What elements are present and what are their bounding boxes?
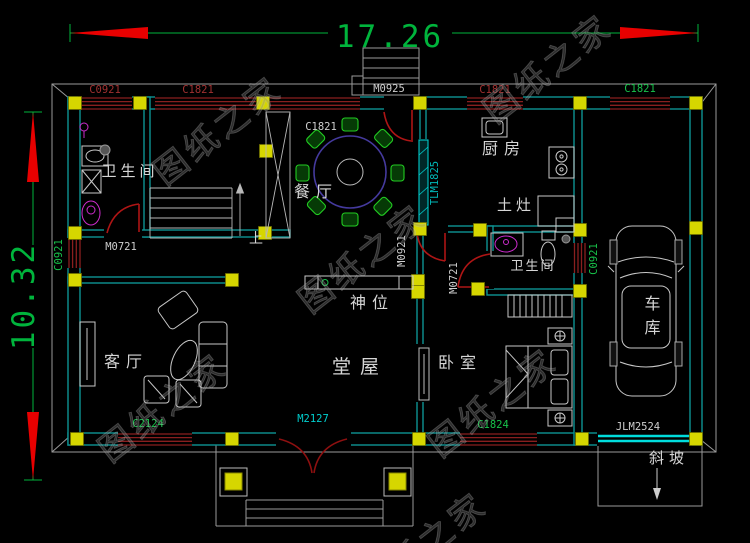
label-c1821-dining: C1821 (305, 121, 337, 133)
opening-labels: C0921 C1821 M0925 C1821 C1821 C1821 M072… (53, 83, 660, 433)
back-steps (351, 47, 420, 96)
door-m0921 (416, 232, 446, 262)
dimension-height-label: 10.32 (6, 242, 42, 350)
slope-arrow (653, 468, 661, 500)
label-c2124: C2124 (132, 418, 164, 430)
label-m0721-bath1: M0721 (105, 241, 137, 253)
bath2-sink-icon (494, 235, 518, 253)
bedroom-furniture (505, 294, 573, 427)
window-c2124 (118, 433, 192, 446)
room-hall: 堂屋 (332, 356, 388, 378)
label-m0921: M0921 (396, 235, 408, 267)
stairs-up-label: 上 (249, 231, 263, 247)
ottoman (175, 379, 202, 408)
door-bedroom-leaf (418, 347, 430, 401)
label-m0721-bath2: M0721 (448, 262, 460, 294)
sofa-long (198, 321, 228, 389)
label-m0925: M0925 (373, 83, 405, 95)
label-c1821-kitchen: C1821 (479, 84, 511, 96)
door-m0925 (383, 110, 413, 142)
label-c1824: C1824 (477, 419, 509, 431)
room-dining: 餐厅 (294, 182, 338, 201)
wardrobe (507, 294, 573, 318)
room-kitchen: 厨房 (482, 139, 526, 158)
window-c1821-dining (268, 97, 360, 110)
bath2-toilet-icon (541, 230, 556, 241)
label-m2127: M2127 (297, 413, 329, 425)
label-c0921-top: C0921 (89, 84, 121, 96)
sofa-chaise (157, 290, 199, 330)
room-bedroom: 卧室 (438, 353, 482, 372)
room-shrine: 神位 (350, 293, 394, 312)
stove-icon (548, 146, 575, 179)
stair-shaft (265, 111, 291, 239)
dining-table (295, 117, 405, 227)
rolling-door-jlm2524 (598, 434, 690, 443)
window-c0921-top (78, 97, 132, 110)
porch-columns (219, 467, 412, 497)
windows (68, 97, 670, 446)
label-jlm2524: JLM2524 (616, 421, 660, 433)
door-m0721-bath2 (457, 253, 491, 288)
kitchen-sink-icon (481, 117, 508, 138)
watermark-text: 图纸之家 (146, 69, 290, 194)
room-living: 客厅 (104, 352, 148, 371)
ottoman (143, 375, 170, 404)
sink-icon (81, 145, 109, 167)
label-c0921-bath2: C0921 (588, 243, 600, 275)
staircase (149, 182, 245, 239)
dimension-width-label: 17.26 (336, 19, 444, 55)
porch (215, 445, 414, 527)
room-labels: 卫生间 餐厅 厨房 土灶 客厅 神位 堂屋 卧室 卫生间 车库 斜坡 上 (101, 139, 689, 467)
window-c1821-garage (610, 97, 670, 110)
watermark-text: 图纸之家 (351, 485, 495, 543)
room-bath1: 卫生间 (101, 162, 158, 180)
window-c1821-kitchen (467, 97, 523, 110)
window-c1824 (460, 433, 537, 446)
living-furniture (79, 290, 228, 408)
dimension-left: 10.32 (6, 111, 42, 481)
label-c1821-garage: C1821 (624, 83, 656, 95)
window-c0921-left (68, 238, 81, 268)
altar (304, 275, 414, 290)
kitchen-fixtures (481, 117, 575, 233)
window-c0921-bath2 (573, 243, 586, 273)
door-m2127 (278, 438, 348, 474)
car (607, 225, 685, 397)
window-c1821-top (155, 97, 258, 110)
bath1-fixtures (79, 122, 111, 226)
room-bath2: 卫生间 (510, 259, 555, 274)
watermark-text: 图纸之家 (476, 7, 620, 132)
label-c0921-left: C0921 (53, 239, 65, 271)
room-garage: 车库 (642, 295, 661, 343)
room-stove: 土灶 (497, 196, 535, 214)
floor-drain-icon (99, 144, 111, 156)
label-tlm1825: TLM1825 (429, 161, 441, 205)
shower-icon (79, 122, 89, 132)
room-slope: 斜坡 (649, 449, 689, 467)
side-cabinet (79, 321, 96, 387)
doors (106, 110, 491, 474)
toilet-icon (81, 200, 101, 226)
bed (505, 345, 573, 409)
bath2-drain-icon (561, 234, 571, 244)
columns (68, 96, 703, 446)
nightstand-lamp (547, 327, 573, 427)
dimension-top: 17.26 (69, 19, 699, 55)
label-c1821-top: C1821 (182, 84, 214, 96)
watermarks: 图纸之家 图纸之家 图纸之家 图纸之家 图纸之家 图纸之家 (91, 6, 621, 543)
bath2-fixtures (490, 230, 571, 267)
door-m0721-bath1 (106, 203, 140, 234)
coffee-table (170, 339, 198, 381)
washer-icon (81, 169, 102, 194)
